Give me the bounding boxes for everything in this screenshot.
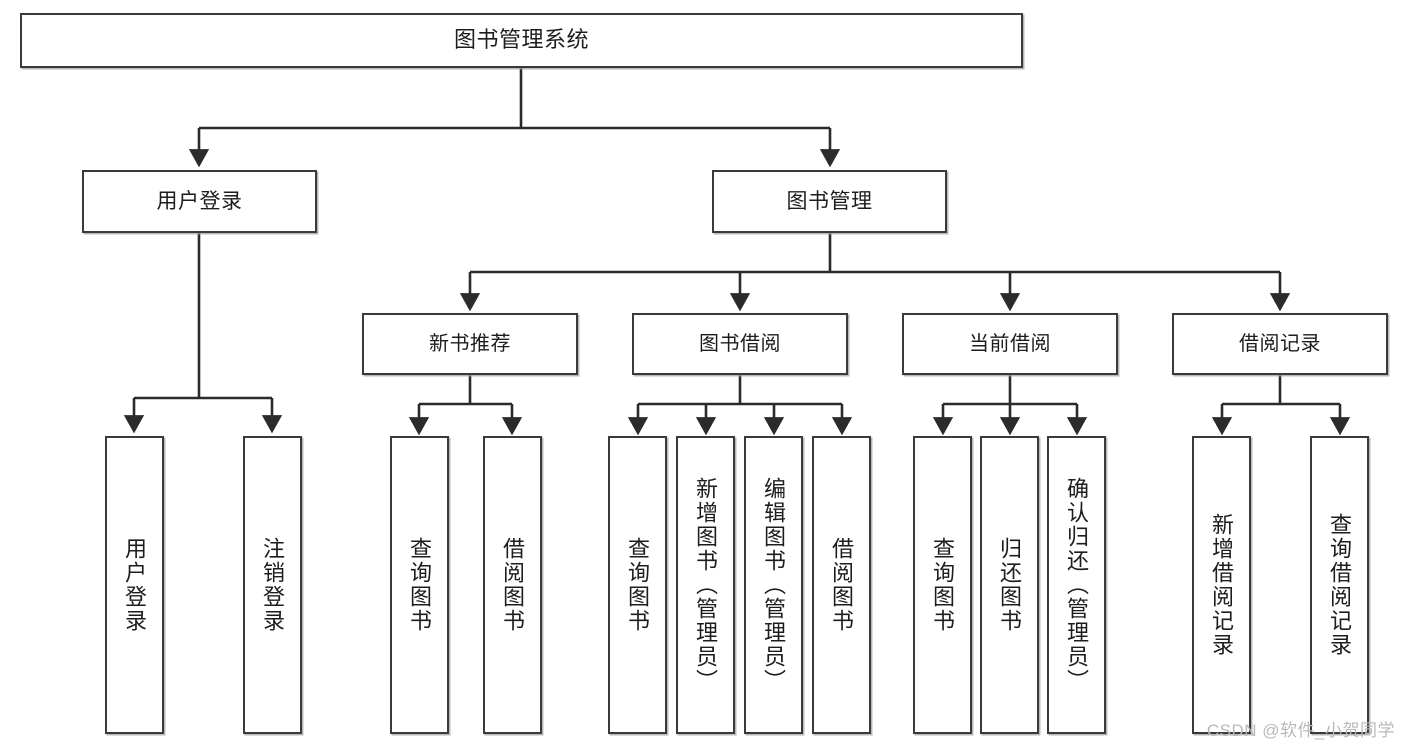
node-leaf-query-book-new[interactable]: 查询图书 [390,436,449,734]
node-leaf-borrow-book[interactable]: 借阅图书 [812,436,871,734]
node-label: 当前借阅 [969,332,1051,355]
node-leaf-add-book-admin[interactable]: 新增图书（管理员） [676,436,735,734]
node-label: 新增图书（管理员） [693,477,719,693]
node-label: 图书管理系统 [453,27,589,53]
node-book-management-system[interactable]: 图书管理系统 [20,13,1023,68]
node-borrowing-records[interactable]: 借阅记录 [1172,313,1388,375]
node-leaf-confirm-return-admin[interactable]: 确认归还（管理员） [1047,436,1106,734]
node-book-borrowing[interactable]: 图书借阅 [632,313,848,375]
node-book-management[interactable]: 图书管理 [712,170,947,233]
node-label: 查询借阅记录 [1327,513,1353,657]
node-label: 归还图书 [997,537,1023,633]
node-label: 用户登录 [122,537,148,633]
node-current-borrowing[interactable]: 当前借阅 [902,313,1118,375]
node-label: 编辑图书（管理员） [761,477,787,693]
node-label: 用户登录 [156,189,243,213]
node-label: 新书推荐 [429,332,511,355]
node-leaf-edit-book-admin[interactable]: 编辑图书（管理员） [744,436,803,734]
node-leaf-return-book[interactable]: 归还图书 [980,436,1039,734]
node-leaf-logout[interactable]: 注销登录 [243,436,302,734]
node-new-book-recommendation[interactable]: 新书推荐 [362,313,578,375]
node-label: 新增借阅记录 [1209,513,1235,657]
node-label: 借阅图书 [500,537,526,633]
node-user-login[interactable]: 用户登录 [82,170,317,233]
node-leaf-add-borrow-record[interactable]: 新增借阅记录 [1192,436,1251,734]
node-label: 查询图书 [407,537,433,633]
csdn-watermark: CSDN @软件_小贺同学 [1206,721,1395,740]
node-label: 确认归还（管理员） [1064,477,1090,693]
node-label: 图书管理 [786,189,873,213]
node-label: 借阅图书 [829,537,855,633]
node-leaf-user-login[interactable]: 用户登录 [105,436,164,734]
node-leaf-query-book-current[interactable]: 查询图书 [913,436,972,734]
node-label: 借阅记录 [1239,332,1321,355]
node-leaf-borrow-book-new[interactable]: 借阅图书 [483,436,542,734]
node-label: 注销登录 [260,537,286,633]
node-leaf-query-borrow-record[interactable]: 查询借阅记录 [1310,436,1369,734]
node-label: 查询图书 [930,537,956,633]
node-label: 查询图书 [625,537,651,633]
node-label: 图书借阅 [699,332,781,355]
node-leaf-query-book[interactable]: 查询图书 [608,436,667,734]
